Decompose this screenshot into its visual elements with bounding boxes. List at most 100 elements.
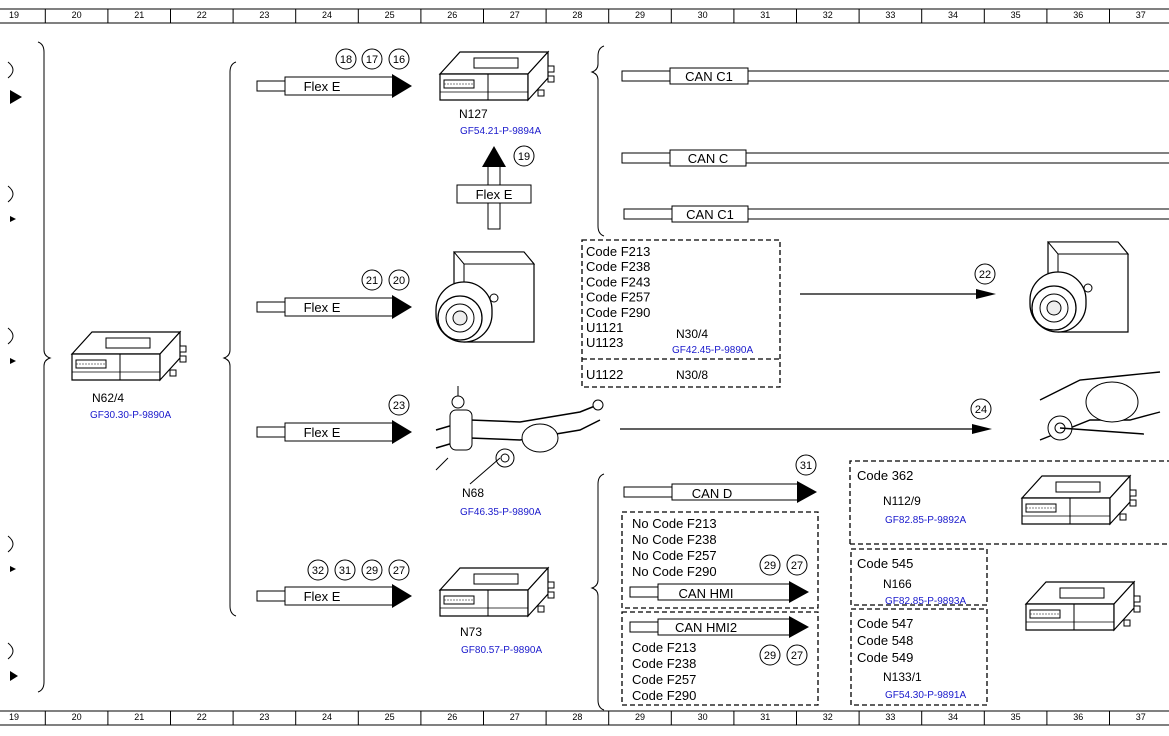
marker-32: 32 [312,565,324,577]
flex-e-label: Flex E [304,79,341,94]
n62-4-ref-link[interactable]: GF30.30-P-9890A [90,410,171,421]
marker-21: 21 [366,275,378,287]
n68-ref-link[interactable]: GF46.35-P-9890A [460,507,541,518]
esp-code-item: Code F213 [586,244,650,259]
n68-label: N68 [462,486,484,500]
brace-center [222,61,237,617]
can-c-label: CAN C [688,151,728,166]
can-c-line: CAN C [621,149,1169,167]
ruler-bottom-number: 22 [197,712,207,722]
ruler-top-number: 20 [72,10,82,20]
marker-24: 24 [975,404,987,416]
n30-4-label: N30/4 [676,327,708,341]
ruler-top-number: 27 [510,10,520,20]
code-547-box [850,608,988,706]
hmi2-code-item: Code F213 [632,640,696,655]
ruler-top-number: 31 [760,10,770,20]
marker-23: 23 [393,400,405,412]
ruler-bottom-number: 24 [322,712,332,722]
ruler-bottom-number: 30 [698,712,708,722]
marker-27: 27 [791,560,803,572]
marker-22: 22 [979,269,991,281]
u1122-code: U1122 [586,367,623,382]
code-545: Code 545 [857,556,913,571]
no-code-box [621,511,819,609]
left-edge-fragments [7,61,22,681]
ruler-bottom-number: 27 [510,712,520,722]
esp-code-item: U1121 [586,320,623,335]
n30-4-esp-unit [435,251,535,343]
n133-1-ref-link[interactable]: GF54.30-P-9891A [885,690,966,701]
n62-4-module [71,331,187,381]
flex-e-arrow-n127: Flex E [256,74,412,98]
can-c1-line-bottom: CAN C1 [623,205,1169,223]
ruler-top-number: 32 [823,10,833,20]
ruler-bottom-number: 21 [134,712,144,722]
ruler-bottom-number: 32 [823,712,833,722]
brace-left [37,41,52,693]
marker-29: 29 [764,560,776,572]
ruler-bottom-number: 37 [1136,712,1146,722]
esp-code-item: U1123 [586,335,623,350]
ruler-top-number: 23 [259,10,269,20]
no-code-item: No Code F257 [632,548,717,563]
hmi2-code-item: Code F290 [632,688,696,703]
ruler-top-number: 24 [322,10,332,20]
no-code-item: No Code F290 [632,564,717,579]
n112-9-module [1021,475,1137,525]
n30-4-ref-link[interactable]: GF42.45-P-9890A [672,345,753,356]
ruler-top-number: 34 [948,10,958,20]
ruler-top-number: 30 [698,10,708,20]
marker-27: 27 [791,650,803,662]
ruler-bottom-number: 20 [72,712,82,722]
ruler-bottom-number: 23 [259,712,269,722]
n127-ref-link[interactable]: GF54.21-P-9894A [460,126,541,137]
marker-17: 17 [366,54,378,66]
marker-27: 27 [393,565,405,577]
markers: 18 17 16 19 21 20 22 23 24 31 32 31 29 2… [307,48,996,666]
n68-steering-right [1039,371,1161,441]
ruler-top-number: 22 [197,10,207,20]
ruler-bottom-number: 33 [885,712,895,722]
esp-code-item: Code F290 [586,305,650,320]
ruler-top-number: 35 [1011,10,1021,20]
can-hmi-arrow: CAN HMI [629,581,809,603]
ruler-bottom-number: 19 [9,712,19,722]
n166-module [1025,581,1141,631]
flex-e-label: Flex E [304,300,341,315]
flex-e-label: Flex E [304,425,341,440]
code-547-item: Code 549 [857,650,913,665]
ruler-bottom-number: 29 [635,712,645,722]
marker-31: 31 [800,460,812,472]
brace-can-upper [590,45,605,237]
n166-ref-link[interactable]: GF82.85-P-9893A [885,596,966,607]
ruler-bottom-number: 35 [1011,712,1021,722]
n30-4-esp-unit-right [1029,241,1129,333]
marker-31: 31 [339,565,351,577]
brace-can-lower [590,473,605,711]
can-c1-line-top: CAN C1 [621,67,1169,85]
can-d-label: CAN D [692,486,732,501]
esp-code-item: Code F238 [586,259,650,274]
n127-module [439,51,555,101]
marker-16: 16 [393,54,405,66]
flex-e-label: Flex E [304,589,341,604]
n73-ref-link[interactable]: GF80.57-P-9890A [461,645,542,656]
n112-9-ref-link[interactable]: GF82.85-P-9892A [885,515,966,526]
marker-19: 19 [518,151,530,163]
ruler-bottom [0,710,1169,726]
can-c1-label: CAN C1 [686,207,734,222]
marker-18: 18 [340,54,352,66]
n62-4-label: N62/4 [92,391,124,405]
ruler-bottom-number: 26 [447,712,457,722]
ruler-bottom-number: 34 [948,712,958,722]
no-code-item: No Code F213 [632,516,717,531]
hmi2-code-box [621,611,819,706]
ruler-bottom-number: 28 [572,712,582,722]
ruler-top-number: 21 [134,10,144,20]
ruler-top-number: 19 [9,10,19,20]
